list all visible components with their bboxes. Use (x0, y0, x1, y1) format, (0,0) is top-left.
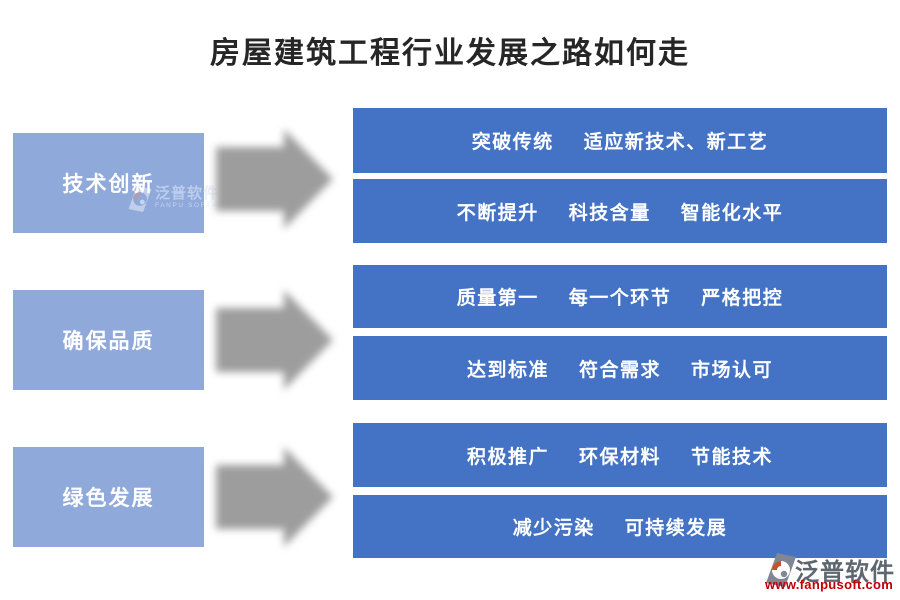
fanpu-logo-icon (766, 553, 796, 587)
phrase: 市场认可 (691, 359, 774, 381)
phrase: 科技含量 (568, 202, 651, 224)
phrase: 智能化水平 (680, 202, 784, 224)
phrase: 不断提升 (456, 202, 539, 224)
info-box-row2-line2: 达到标准 符合需求 市场认可 (353, 336, 887, 400)
phrase: 达到标准 (466, 359, 549, 381)
phrase: 质量第一 (456, 288, 539, 309)
topic-box-technology-innovation: 技术创新 (13, 133, 204, 233)
phrase: 严格把控 (701, 288, 784, 309)
phrase: 突破传统 (471, 132, 554, 153)
topic-box-green-development: 绿色发展 (13, 447, 204, 547)
topic-label: 技术创新 (62, 173, 155, 196)
info-box-row1-line1: 突破传统 适应新技术、新工艺 (353, 108, 887, 173)
phrase: 节能技术 (691, 446, 774, 468)
topic-box-quality-assurance: 确保品质 (13, 290, 204, 390)
right-arrow-icon (216, 129, 333, 229)
page-title: 房屋建筑工程行业发展之路如何走 (210, 37, 690, 70)
right-arrow-icon (216, 290, 333, 390)
phrase: 每一个环节 (568, 288, 672, 309)
info-box-row3-line2: 减少污染 可持续发展 (353, 495, 887, 558)
info-box-row1-line2: 不断提升 科技含量 智能化水平 (353, 179, 887, 243)
topic-label: 确保品质 (62, 330, 155, 353)
phrase: 减少污染 (512, 518, 595, 539)
phrase: 适应新技术、新工艺 (583, 132, 769, 153)
brand-url: www.fanpusoft.com (765, 577, 894, 592)
phrase: 积极推广 (466, 446, 549, 468)
phrase: 符合需求 (578, 359, 661, 381)
right-arrow-icon (216, 447, 333, 547)
phrase: 可持续发展 (624, 518, 728, 539)
brand-name: 泛普软件 (795, 559, 895, 586)
info-box-row3-line1: 积极推广 环保材料 节能技术 (353, 423, 887, 487)
fanpu-brand-logo: 泛普软件 www.fanpusoft.com (764, 550, 897, 595)
phrase: 环保材料 (578, 446, 661, 468)
info-box-row2-line1: 质量第一 每一个环节 严格把控 (353, 265, 887, 328)
topic-label: 绿色发展 (62, 487, 155, 510)
